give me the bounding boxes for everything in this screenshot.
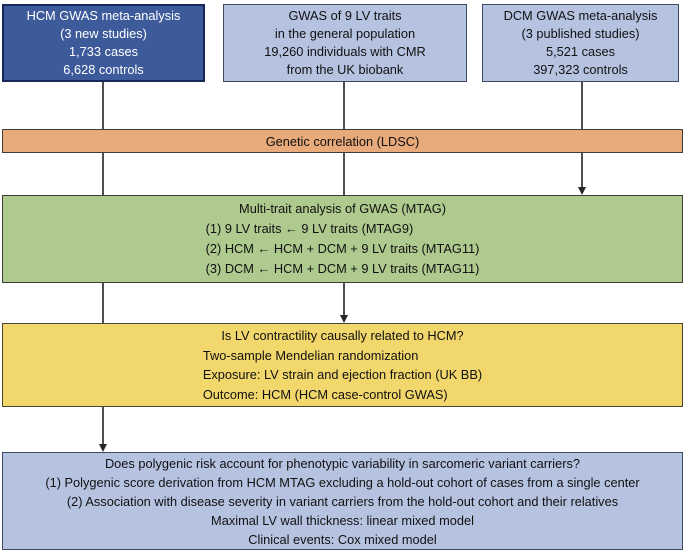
connector-dcm-to-ldsc	[581, 82, 583, 129]
connector-hcm-through-mr	[102, 283, 104, 323]
lv-traits-line: in the general population	[274, 26, 416, 41]
mendelian-randomization-box: Is LV contractility causally related to …	[2, 323, 683, 407]
mr-item: Exposure: LV strain and ejection fractio…	[202, 367, 483, 382]
prs-line: Clinical events: Cox mixed model	[248, 531, 437, 547]
mtag-item: (2) HCM ← HCM + DCM + 9 LV traits (MTAG1…	[205, 241, 480, 256]
lv-traits-line: 19,260 individuals with CMR	[264, 44, 426, 59]
prs-line: Maximal LV wall thickness: linear mixed …	[211, 512, 474, 528]
hcm-gwas-line: 6,628 controls	[63, 62, 144, 77]
mr-item: Outcome: HCM (HCM case-control GWAS)	[202, 386, 448, 402]
lv-traits-line: from the UK biobank	[286, 62, 404, 77]
dcm-gwas-line: 397,323 controls	[533, 62, 628, 77]
prs-line: (2) Association with disease severity in…	[66, 493, 619, 509]
mtag-analysis-box: Multi-trait analysis of GWAS (MTAG) (1) …	[2, 195, 683, 283]
dcm-gwas-line: DCM GWAS meta-analysis	[503, 8, 658, 23]
lv-traits-gwas-box: GWAS of 9 LV traits in the general popul…	[223, 4, 467, 82]
mtag-item: (1) 9 LV traits ← 9 LV traits (MTAG9)	[205, 221, 414, 236]
dcm-gwas-box: DCM GWAS meta-analysis (3 published stud…	[482, 4, 679, 82]
mr-items: Two-sample Mendelian randomization Expos…	[203, 346, 482, 405]
prs-line: (1) Polygenic score derivation from HCM …	[45, 474, 640, 490]
arrowhead-to-mr-box	[339, 315, 348, 323]
dcm-gwas-line: (3 published studies)	[521, 26, 640, 41]
hcm-gwas-line: (3 new studies)	[60, 26, 147, 41]
connector-hcm-to-prs	[102, 407, 104, 445]
lv-traits-line: GWAS of 9 LV traits	[288, 8, 402, 23]
mr-item: Two-sample Mendelian randomization	[202, 347, 419, 363]
genetic-correlation-bar: Genetic correlation (LDSC)	[2, 129, 683, 153]
mtag-title: Multi-trait analysis of GWAS (MTAG)	[239, 201, 446, 216]
connector-hcm-through-mtag	[102, 153, 104, 195]
mtag-items: (1) 9 LV traits ← 9 LV traits (MTAG9) (2…	[206, 219, 480, 279]
arrowhead-to-prs-box	[98, 444, 107, 452]
connector-lv-to-ldsc	[343, 82, 345, 129]
polygenic-risk-box: Does polygenic risk account for phenotyp…	[2, 452, 683, 550]
hcm-gwas-box: HCM GWAS meta-analysis (3 new studies) 1…	[2, 4, 205, 82]
connector-lv-to-mr	[343, 283, 345, 316]
arrowhead-to-mtag-box	[577, 187, 586, 195]
mtag-item: (3) DCM ← HCM + DCM + 9 LV traits (MTAG1…	[205, 261, 480, 276]
prs-title: Does polygenic risk account for phenotyp…	[104, 455, 581, 471]
connector-dcm-to-mtag	[581, 153, 583, 188]
hcm-gwas-line: HCM GWAS meta-analysis	[26, 8, 181, 23]
connector-hcm-to-ldsc	[102, 82, 104, 129]
genetic-correlation-label: Genetic correlation (LDSC)	[265, 133, 420, 149]
connector-lv-through-mtag	[343, 153, 345, 195]
dcm-gwas-line: 5,521 cases	[545, 44, 615, 59]
mr-title: Is LV contractility causally related to …	[221, 328, 464, 343]
hcm-gwas-line: 1,733 cases	[68, 44, 138, 59]
